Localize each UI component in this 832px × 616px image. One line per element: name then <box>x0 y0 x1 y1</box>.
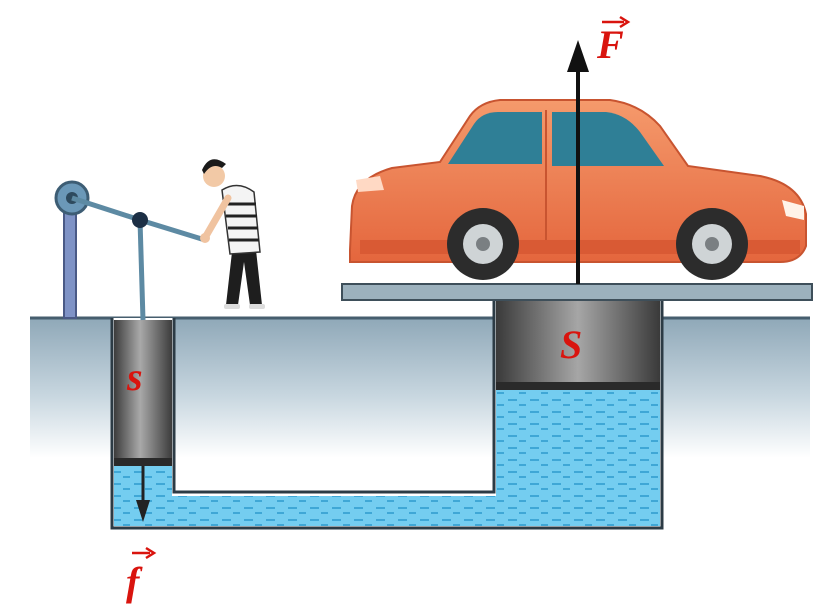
liquid-right <box>496 390 660 526</box>
label-small-force: f <box>126 546 157 604</box>
label-f: f <box>126 559 143 604</box>
force-arrow-large <box>567 40 589 284</box>
lift-platform <box>341 283 813 301</box>
label-F: F <box>596 22 624 67</box>
large-piston <box>496 300 660 390</box>
label-large-area: S <box>560 322 582 367</box>
person-icon <box>200 159 265 309</box>
small-piston <box>114 320 172 466</box>
label-large-force: F <box>596 15 631 67</box>
force-arrow-small <box>136 466 150 522</box>
label-small-area: s <box>126 354 143 399</box>
lever-pump-icon <box>54 180 206 321</box>
